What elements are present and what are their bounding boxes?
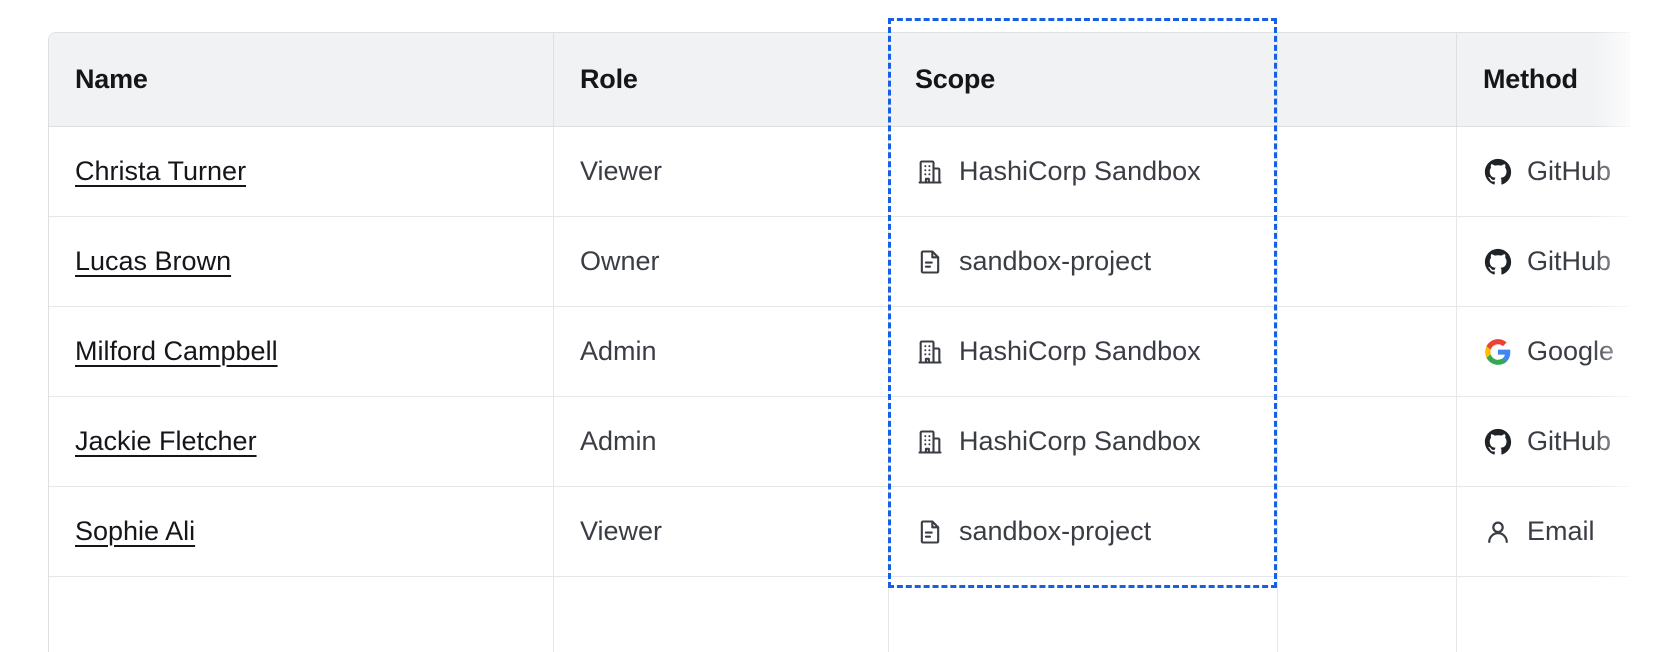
table-row[interactable]: Milford Campbell Admin xyxy=(49,307,1630,397)
scope-label: HashiCorp Sandbox xyxy=(959,336,1201,366)
cell-name: Milford Campbell xyxy=(49,307,554,397)
cell-scope xyxy=(889,577,1278,652)
cell-role: Viewer xyxy=(554,487,889,577)
scope-label: sandbox-project xyxy=(959,516,1152,546)
member-name-link[interactable]: Lucas Brown xyxy=(75,246,232,276)
cell-blank xyxy=(1278,577,1457,652)
cell-blank xyxy=(1278,397,1457,487)
cell-method: GitHub xyxy=(1457,397,1630,487)
method-label: GitHub xyxy=(1527,246,1612,276)
member-name-link[interactable]: Sophie Ali xyxy=(75,516,196,546)
project-document-icon xyxy=(915,247,945,277)
scope-label: HashiCorp Sandbox xyxy=(959,156,1201,186)
cell-role: Owner xyxy=(554,217,889,307)
cell-scope: HashiCorp Sandbox xyxy=(889,397,1278,487)
organization-building-icon xyxy=(915,427,945,457)
google-icon xyxy=(1483,337,1513,367)
cell-scope: sandbox-project xyxy=(889,487,1278,577)
cell-role: Admin xyxy=(554,397,889,487)
cell-scope: HashiCorp Sandbox xyxy=(889,307,1278,397)
column-header-blank xyxy=(1278,33,1457,127)
cell-blank xyxy=(1278,127,1457,217)
cell-blank xyxy=(1278,487,1457,577)
cell-name: Sophie Ali xyxy=(49,487,554,577)
cell-method: GitHub xyxy=(1457,217,1630,307)
cell-blank xyxy=(1278,307,1457,397)
cell-method: GitHub xyxy=(1457,127,1630,217)
table-row[interactable]: Christa Turner Viewer xyxy=(49,127,1630,217)
column-header-name[interactable]: Name xyxy=(49,33,554,127)
github-icon xyxy=(1483,247,1513,277)
method-label: GitHub xyxy=(1527,426,1612,456)
method-label: Email xyxy=(1527,516,1595,546)
cell-method xyxy=(1457,577,1630,652)
method-label: Google xyxy=(1527,336,1615,366)
cell-scope: sandbox-project xyxy=(889,217,1278,307)
member-name-link[interactable]: Milford Campbell xyxy=(75,336,278,366)
github-icon xyxy=(1483,157,1513,187)
cell-method: Google xyxy=(1457,307,1630,397)
table-row[interactable]: Lucas Brown Owner sa xyxy=(49,217,1630,307)
github-icon xyxy=(1483,427,1513,457)
table-row[interactable]: Sophie Ali Viewer sa xyxy=(49,487,1630,577)
column-header-method[interactable]: Method xyxy=(1457,33,1630,127)
cell-blank xyxy=(1278,217,1457,307)
member-name-link[interactable]: Jackie Fletcher xyxy=(75,426,257,456)
cell-role xyxy=(554,577,889,652)
table-header: Name Role Scope Method xyxy=(49,33,1630,127)
column-header-role[interactable]: Role xyxy=(554,33,889,127)
table-row[interactable] xyxy=(49,577,1630,652)
column-header-scope[interactable]: Scope xyxy=(889,33,1278,127)
cell-name xyxy=(49,577,554,652)
members-table: Name Role Scope Method Christa Turner Vi… xyxy=(48,32,1630,652)
cell-role: Viewer xyxy=(554,127,889,217)
cell-scope: HashiCorp Sandbox xyxy=(889,127,1278,217)
scope-label: sandbox-project xyxy=(959,246,1152,276)
table-header-row: Name Role Scope Method xyxy=(49,33,1630,127)
table-row[interactable]: Jackie Fletcher Admin xyxy=(49,397,1630,487)
user-person-icon xyxy=(1483,517,1513,547)
member-name-link[interactable]: Christa Turner xyxy=(75,156,247,186)
cell-method: Email xyxy=(1457,487,1630,577)
cell-name: Jackie Fletcher xyxy=(49,397,554,487)
cell-name: Lucas Brown xyxy=(49,217,554,307)
method-label: GitHub xyxy=(1527,156,1612,186)
project-document-icon xyxy=(915,517,945,547)
cell-role: Admin xyxy=(554,307,889,397)
table-body: Christa Turner Viewer xyxy=(49,127,1630,652)
members-table-scroll-container[interactable]: Name Role Scope Method Christa Turner Vi… xyxy=(48,32,1630,652)
cell-name: Christa Turner xyxy=(49,127,554,217)
organization-building-icon xyxy=(915,157,945,187)
scope-label: HashiCorp Sandbox xyxy=(959,426,1201,456)
organization-building-icon xyxy=(915,337,945,367)
